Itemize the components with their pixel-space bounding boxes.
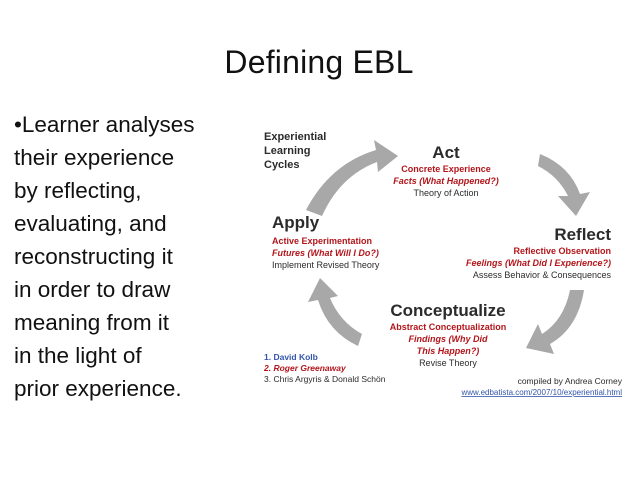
conceptualize-findings-cont: This Happen?) <box>417 346 480 356</box>
bullet-line: prior experience. <box>14 376 182 401</box>
reflect-assess: Assess Behavior & Consequences <box>473 270 612 280</box>
act-facts: Facts (What Happened?) <box>393 176 499 186</box>
bullet-line: in order to draw <box>14 277 171 302</box>
bullet-line: reconstructing it <box>14 244 173 269</box>
cycle-arrow-icon <box>538 154 590 216</box>
conceptualize-title: Conceptualize <box>390 301 505 320</box>
diagram-heading-line: Cycles <box>264 159 299 171</box>
conceptualize-revise: Revise Theory <box>419 358 477 368</box>
credit-greenaway: 2. Roger Greenaway <box>263 363 347 373</box>
reflect-feelings: Feelings (What Did I Experience?) <box>466 258 611 268</box>
bullet-line: by reflecting, <box>14 178 142 203</box>
apply-experimentation: Active Experimentation <box>272 236 372 246</box>
bullet-line: their experience <box>14 145 175 170</box>
apply-title: Apply <box>272 213 320 232</box>
diagram-heading-line: Learning <box>264 145 310 157</box>
cycle-arrow-icon <box>308 278 362 346</box>
source-url-link[interactable]: www.edbatista.com/2007/10/experiential.h… <box>460 388 622 397</box>
conceptualize-findings: Findings (Why Did <box>409 334 488 344</box>
act-concrete-experience: Concrete Experience <box>401 164 491 174</box>
apply-implement: Implement Revised Theory <box>272 260 380 270</box>
cycle-arrow-icon <box>526 290 584 354</box>
reflect-observation: Reflective Observation <box>513 246 611 256</box>
conceptualize-abstract: Abstract Conceptualization <box>390 322 507 332</box>
bullet-line: meaning from it <box>14 310 170 335</box>
bullet-line: evaluating, and <box>14 211 167 236</box>
diagram-heading-line: Experiential <box>264 131 326 143</box>
bullet-line: in the light of <box>14 343 142 368</box>
credit-argyris-schon: 3. Chris Argyris & Donald Schön <box>264 374 386 384</box>
act-title: Act <box>432 143 460 162</box>
bullet-text: •Learner analyses their experience by re… <box>14 108 254 405</box>
slide-title: Defining EBL <box>224 44 414 80</box>
diagram-heading: Experiential Learning Cycles <box>264 131 329 171</box>
compiled-by: compiled by Andrea Corney <box>518 376 623 386</box>
bullet-line: •Learner analyses <box>14 112 195 137</box>
credit-kolb: 1. David Kolb <box>264 352 318 362</box>
cycle-diagram-svg: Experiential Learning Cycles Act Concret… <box>263 131 623 397</box>
apply-futures: Futures (What Will I Do?) <box>272 248 379 258</box>
act-theory-of-action: Theory of Action <box>413 188 478 198</box>
experiential-learning-cycle-diagram: Experiential Learning Cycles Act Concret… <box>258 124 630 404</box>
cycle-arrow-icon <box>306 140 398 216</box>
reflect-title: Reflect <box>554 225 611 244</box>
